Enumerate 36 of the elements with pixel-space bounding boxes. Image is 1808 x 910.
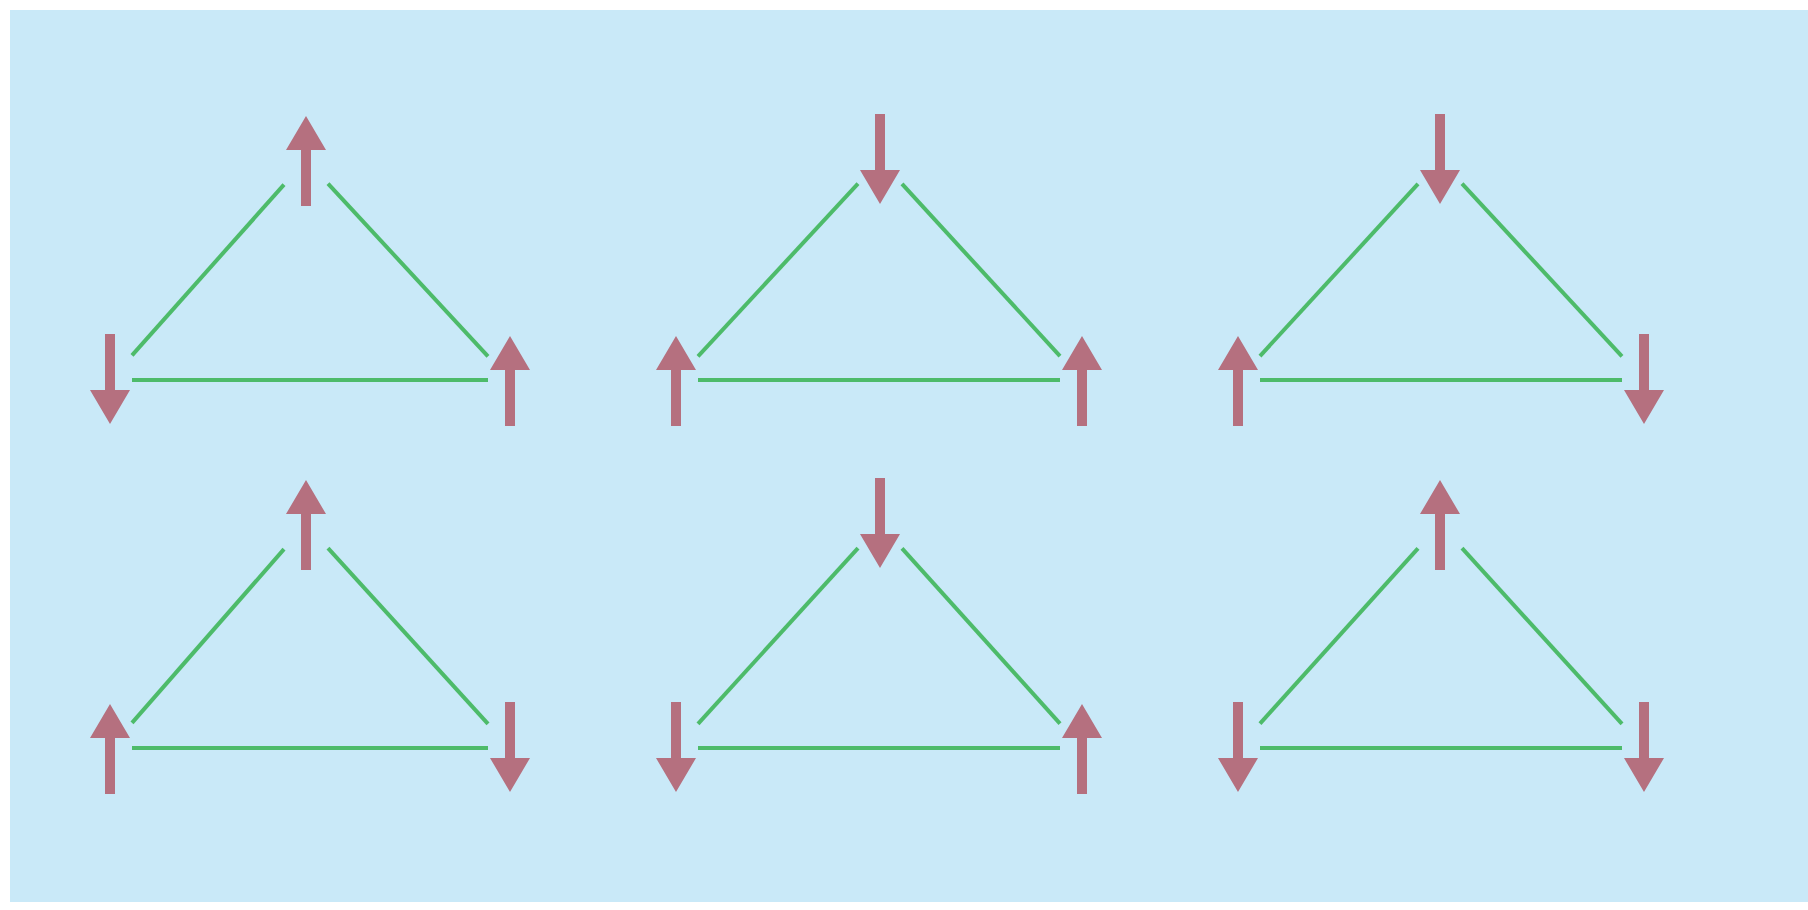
spin-arrow bbox=[1060, 702, 1104, 794]
spin-arrow bbox=[284, 114, 328, 206]
triangle-side bbox=[1258, 182, 1420, 358]
spin-arrow bbox=[654, 334, 698, 426]
spin-arrow bbox=[488, 334, 532, 426]
triangle-side bbox=[1460, 182, 1624, 358]
spin-arrow bbox=[858, 478, 902, 570]
spin-arrow bbox=[88, 702, 132, 794]
spin-arrow bbox=[488, 702, 532, 794]
spin-arrow bbox=[858, 114, 902, 206]
spin-arrow bbox=[1216, 334, 1260, 426]
triangle-side bbox=[900, 547, 1062, 725]
spin-arrow bbox=[1216, 702, 1260, 794]
spin-arrow bbox=[1060, 334, 1104, 426]
spin-arrow bbox=[1418, 114, 1462, 206]
spin-arrow bbox=[88, 334, 132, 426]
triangle-side bbox=[1258, 547, 1420, 725]
triangle-side bbox=[696, 546, 860, 726]
triangle-side bbox=[130, 547, 286, 725]
triangle-side bbox=[1260, 378, 1622, 382]
spin-arrow bbox=[1622, 702, 1666, 794]
triangle-side bbox=[132, 746, 488, 750]
spin-arrow bbox=[654, 702, 698, 794]
triangle-side bbox=[130, 183, 286, 357]
spin-arrow bbox=[1622, 334, 1666, 426]
triangle-side bbox=[1260, 746, 1622, 750]
triangle-side bbox=[900, 182, 1062, 358]
triangle-side bbox=[698, 378, 1060, 382]
triangle-side bbox=[698, 746, 1060, 750]
triangle-side bbox=[326, 546, 490, 726]
triangle-side bbox=[696, 182, 860, 358]
triangle-side bbox=[326, 182, 490, 358]
spin-arrow bbox=[1418, 478, 1462, 570]
triangle-side bbox=[132, 378, 488, 382]
spin-arrow bbox=[284, 478, 328, 570]
triangle-side bbox=[1460, 546, 1624, 726]
